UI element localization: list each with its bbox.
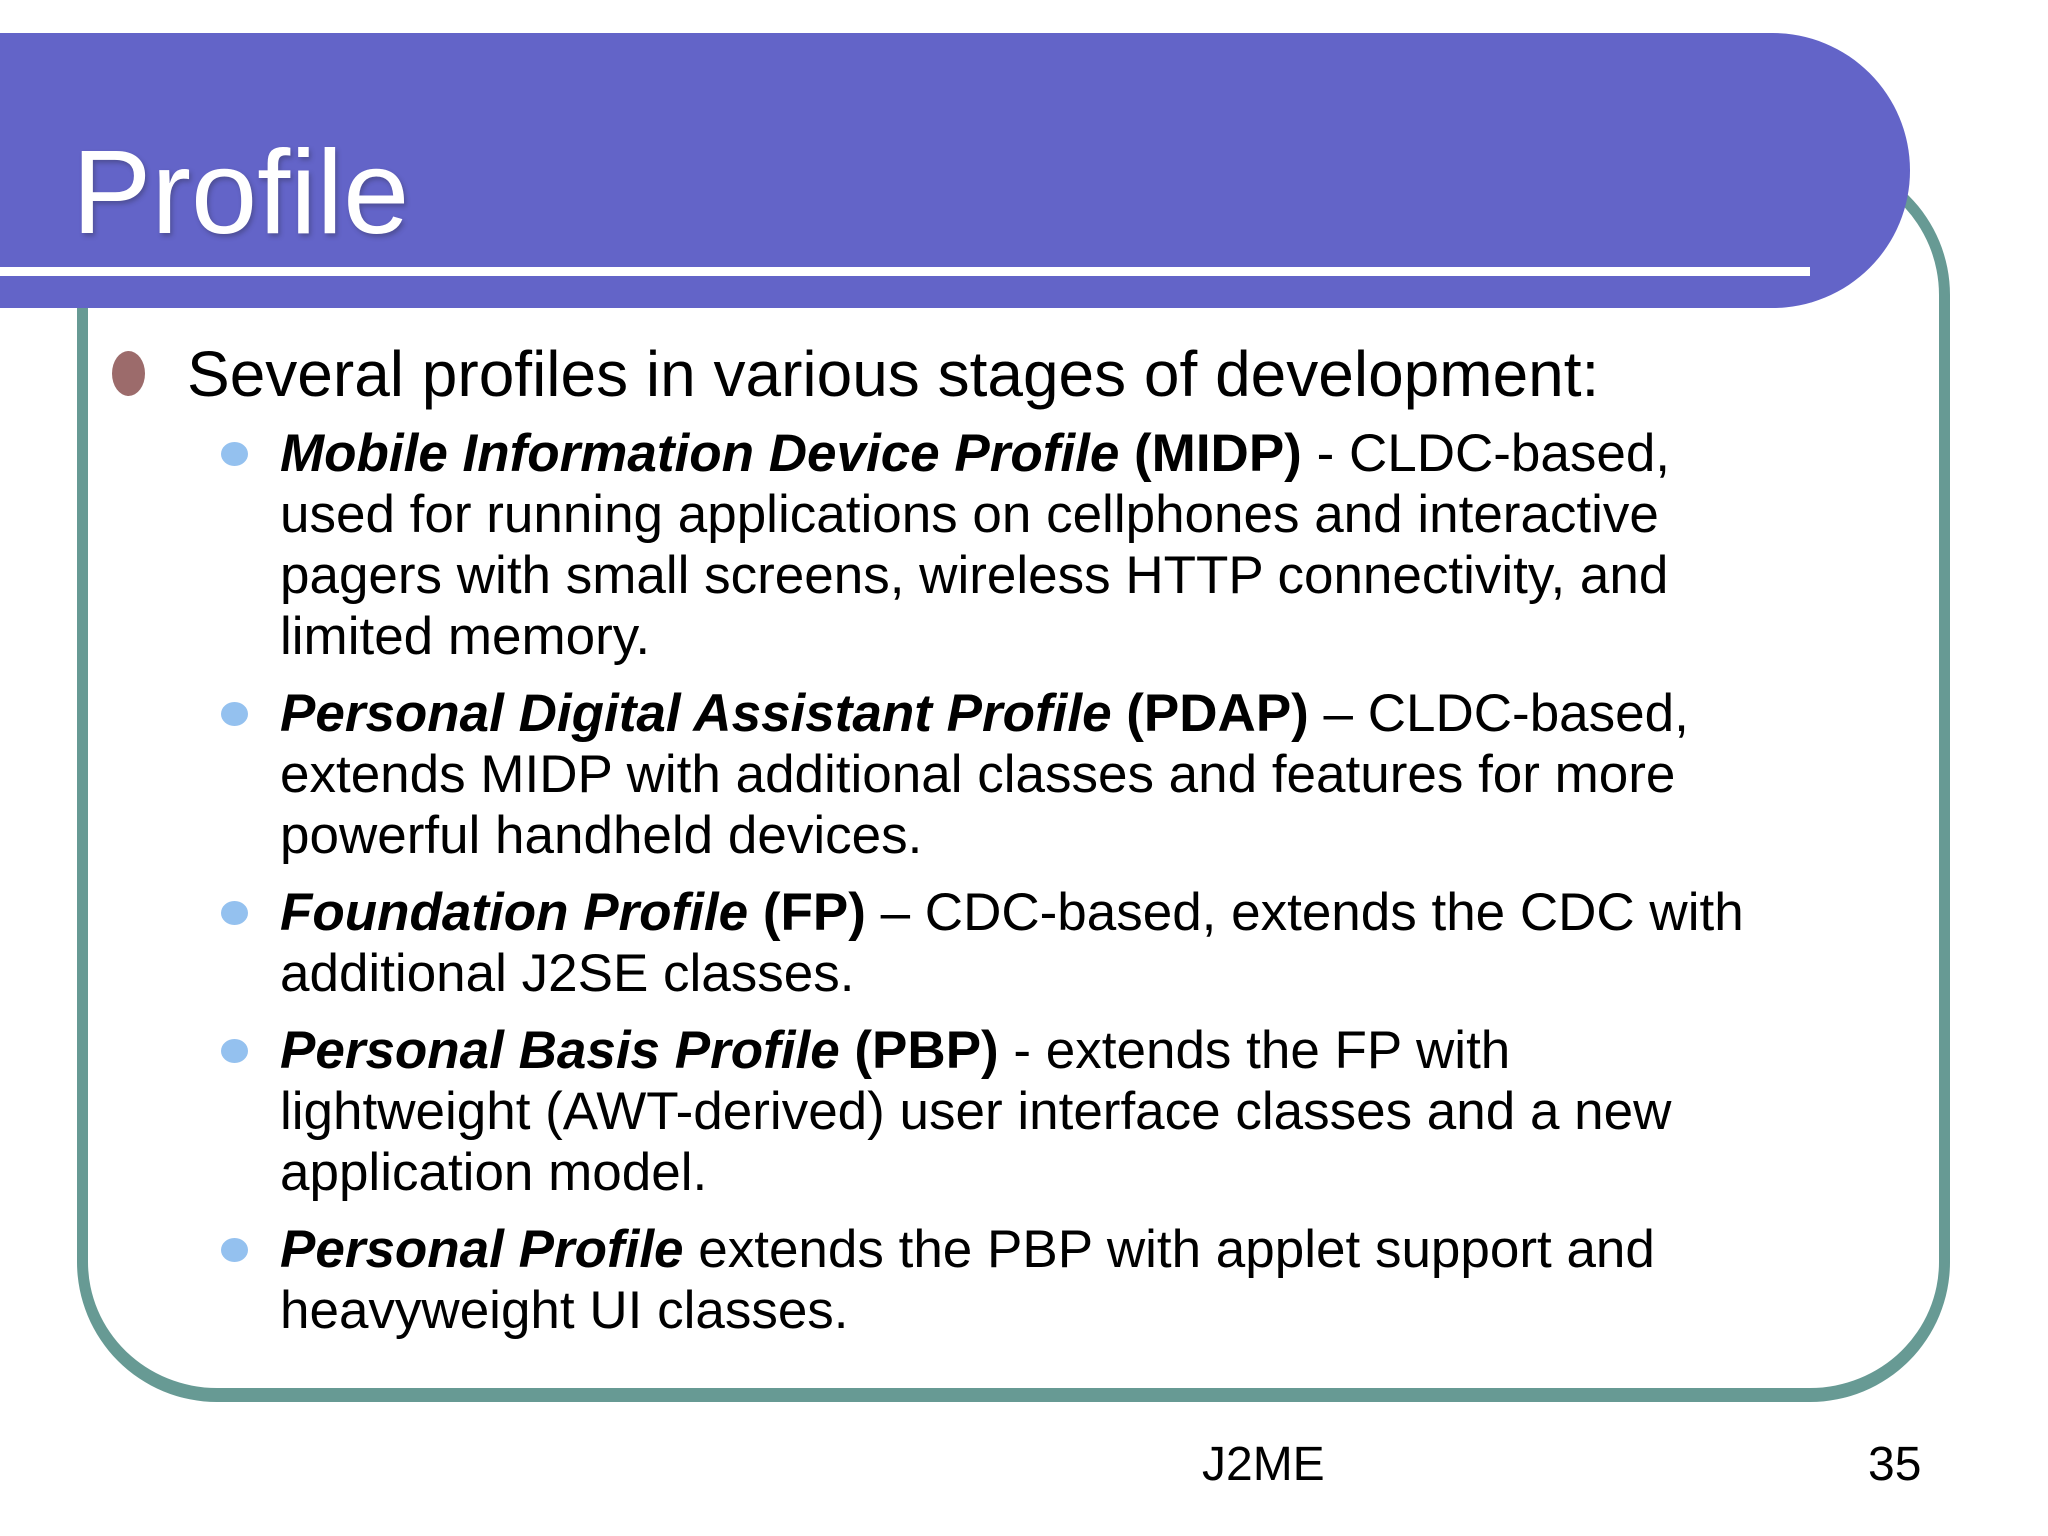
title-banner: Profile — [0, 33, 1910, 308]
list-item-level1: Several profiles in various stages of de… — [0, 336, 1920, 412]
list-item-level2-text: Personal Digital Assistant Profile (PDAP… — [280, 683, 1920, 866]
profile-abbreviation: (PBP) — [839, 1021, 999, 1080]
bullet-icon — [221, 702, 248, 726]
profile-abbreviation: (MIDP) — [1119, 424, 1302, 483]
page-number: 35 — [1868, 1438, 1922, 1491]
list-item-level2: Personal Profile extends the PBP with ap… — [0, 1219, 1920, 1341]
profile-description: - extends the FP with lightweight (AWT-d… — [280, 1021, 1672, 1202]
profile-name: Personal Basis Profile — [280, 1021, 840, 1080]
title-underline — [0, 267, 1810, 276]
bullet-icon — [112, 351, 145, 396]
list-item-level1-text: Several profiles in various stages of de… — [187, 338, 1600, 410]
list-item-level2-text: Foundation Profile (FP) – CDC-based, ext… — [280, 882, 1920, 1004]
profile-description: extends the PBP with applet support and … — [280, 1220, 1655, 1340]
profile-name: Mobile Information Device Profile — [280, 424, 1120, 483]
list-item-level2: Foundation Profile (FP) – CDC-based, ext… — [0, 882, 1920, 1004]
list-item-level2: Personal Basis Profile (PBP) - extends t… — [0, 1020, 1920, 1203]
footer-label: J2ME — [1202, 1438, 1325, 1491]
bullet-icon — [221, 442, 248, 466]
slide-title: Profile — [72, 126, 410, 259]
profile-description: – CLDC-based, extends MIDP with addition… — [280, 684, 1689, 865]
profile-abbreviation: (FP) — [748, 883, 866, 942]
profile-list: Mobile Information Device Profile (MIDP)… — [0, 423, 1920, 1341]
profile-name: Personal Profile — [280, 1220, 684, 1279]
profile-description: – CDC-based, extends the CDC with additi… — [280, 883, 1744, 1003]
profile-description: - CLDC-based, used for running applicati… — [280, 424, 1671, 666]
bullet-icon — [221, 1039, 248, 1063]
list-item-level2: Personal Digital Assistant Profile (PDAP… — [0, 683, 1920, 866]
list-item-level2-text: Personal Basis Profile (PBP) - extends t… — [280, 1020, 1920, 1203]
list-item-level2-text: Personal Profile extends the PBP with ap… — [280, 1219, 1920, 1341]
slide-body: Several profiles in various stages of de… — [0, 336, 1920, 1357]
bullet-icon — [221, 901, 248, 925]
list-item-level2: Mobile Information Device Profile (MIDP)… — [0, 423, 1920, 667]
profile-name: Personal Digital Assistant Profile — [280, 684, 1112, 743]
list-item-level2-text: Mobile Information Device Profile (MIDP)… — [280, 423, 1920, 667]
profile-name: Foundation Profile — [280, 883, 749, 942]
bullet-icon — [221, 1238, 248, 1262]
profile-abbreviation: (PDAP) — [1111, 684, 1309, 743]
